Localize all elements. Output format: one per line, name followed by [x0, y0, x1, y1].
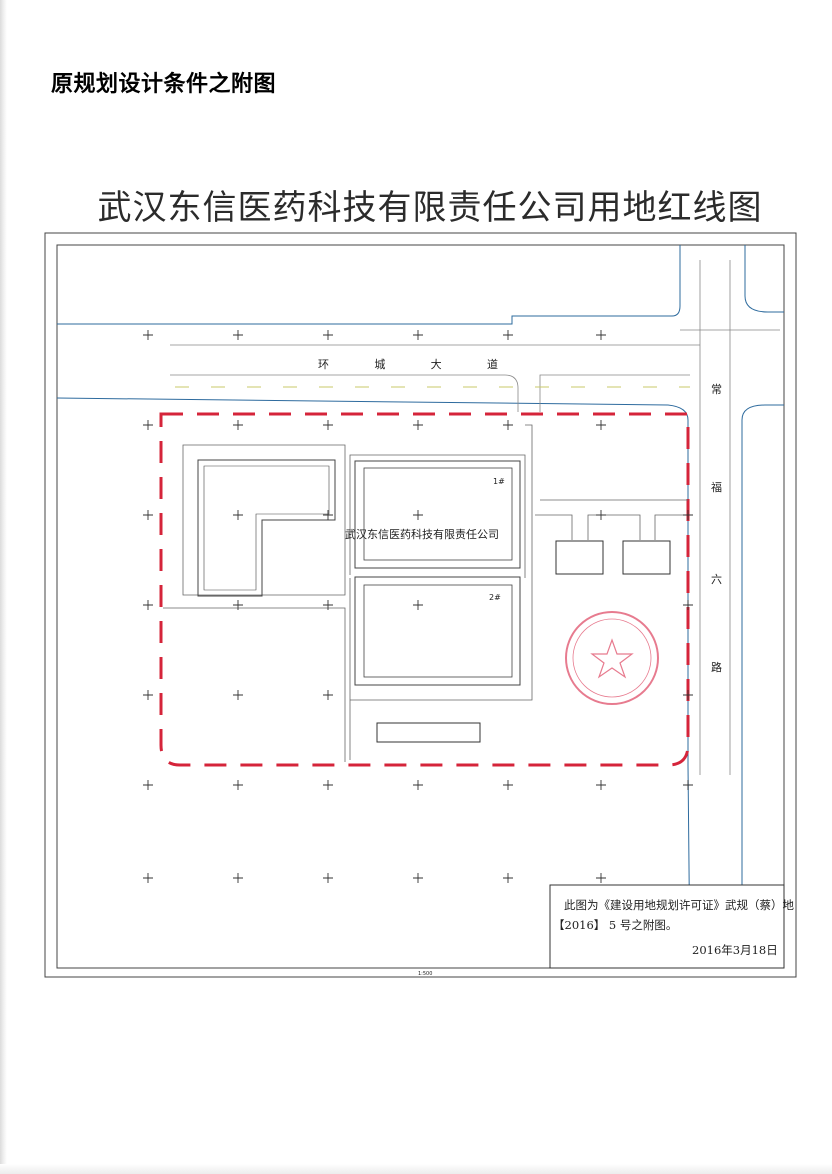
note-box: [549, 884, 785, 969]
official-seal-stamp: [565, 611, 659, 705]
gate-house: [376, 722, 481, 743]
road-char: 路: [711, 661, 722, 674]
road-char: 城: [374, 358, 386, 371]
building-l-shaped: [197, 459, 336, 597]
building-tag-1: 1#: [493, 477, 505, 486]
building-1-inner: [363, 467, 513, 561]
scale-label: 1:500: [418, 971, 432, 977]
road-char: 大: [430, 358, 442, 371]
permit-note: 此图为《建设用地规划许可证》武规（蔡）地 【2016】 5 号之附图。 2016…: [550, 885, 794, 967]
map-title: 武汉东信医药科技有限责任公司用地红线图: [97, 188, 763, 228]
outer-frame: [44, 232, 797, 978]
utility-building-b: [622, 540, 671, 575]
page-shadow-left: [0, 0, 7, 1174]
grid-crosses: [143, 330, 693, 883]
road-char: 常: [711, 383, 722, 396]
building-tag-2: 2#: [489, 593, 501, 602]
note-date: 2016年3月18日: [692, 943, 778, 957]
building-2: [354, 576, 521, 686]
road-edge-lines: [170, 260, 780, 775]
utility-building-a: [555, 540, 604, 575]
site-red-boundary: [159, 412, 690, 767]
road-char: 福: [711, 481, 722, 494]
company-site-label: 武汉东信医药科技有限责任公司: [345, 528, 499, 541]
building-l-shaped-inner: [203, 465, 330, 591]
inner-frame: [56, 244, 785, 969]
road-char: 六: [711, 573, 722, 586]
road-char: 环: [318, 358, 329, 371]
road-name-east-west: 环 城 大 道: [318, 356, 498, 372]
road-char: 道: [486, 358, 498, 371]
building-1: [354, 460, 521, 569]
building-2-inner: [363, 584, 513, 678]
internal-paths: [163, 424, 688, 762]
page-heading: 原规划设计条件之附图: [51, 72, 277, 97]
note-line-2: 【2016】 5 号之附图。: [553, 918, 678, 932]
note-line-1: 此图为《建设用地规划许可证》武规（蔡）地: [564, 898, 794, 912]
road-kerb-lines: [56, 245, 784, 969]
page-shadow-bottom: [0, 1164, 832, 1174]
